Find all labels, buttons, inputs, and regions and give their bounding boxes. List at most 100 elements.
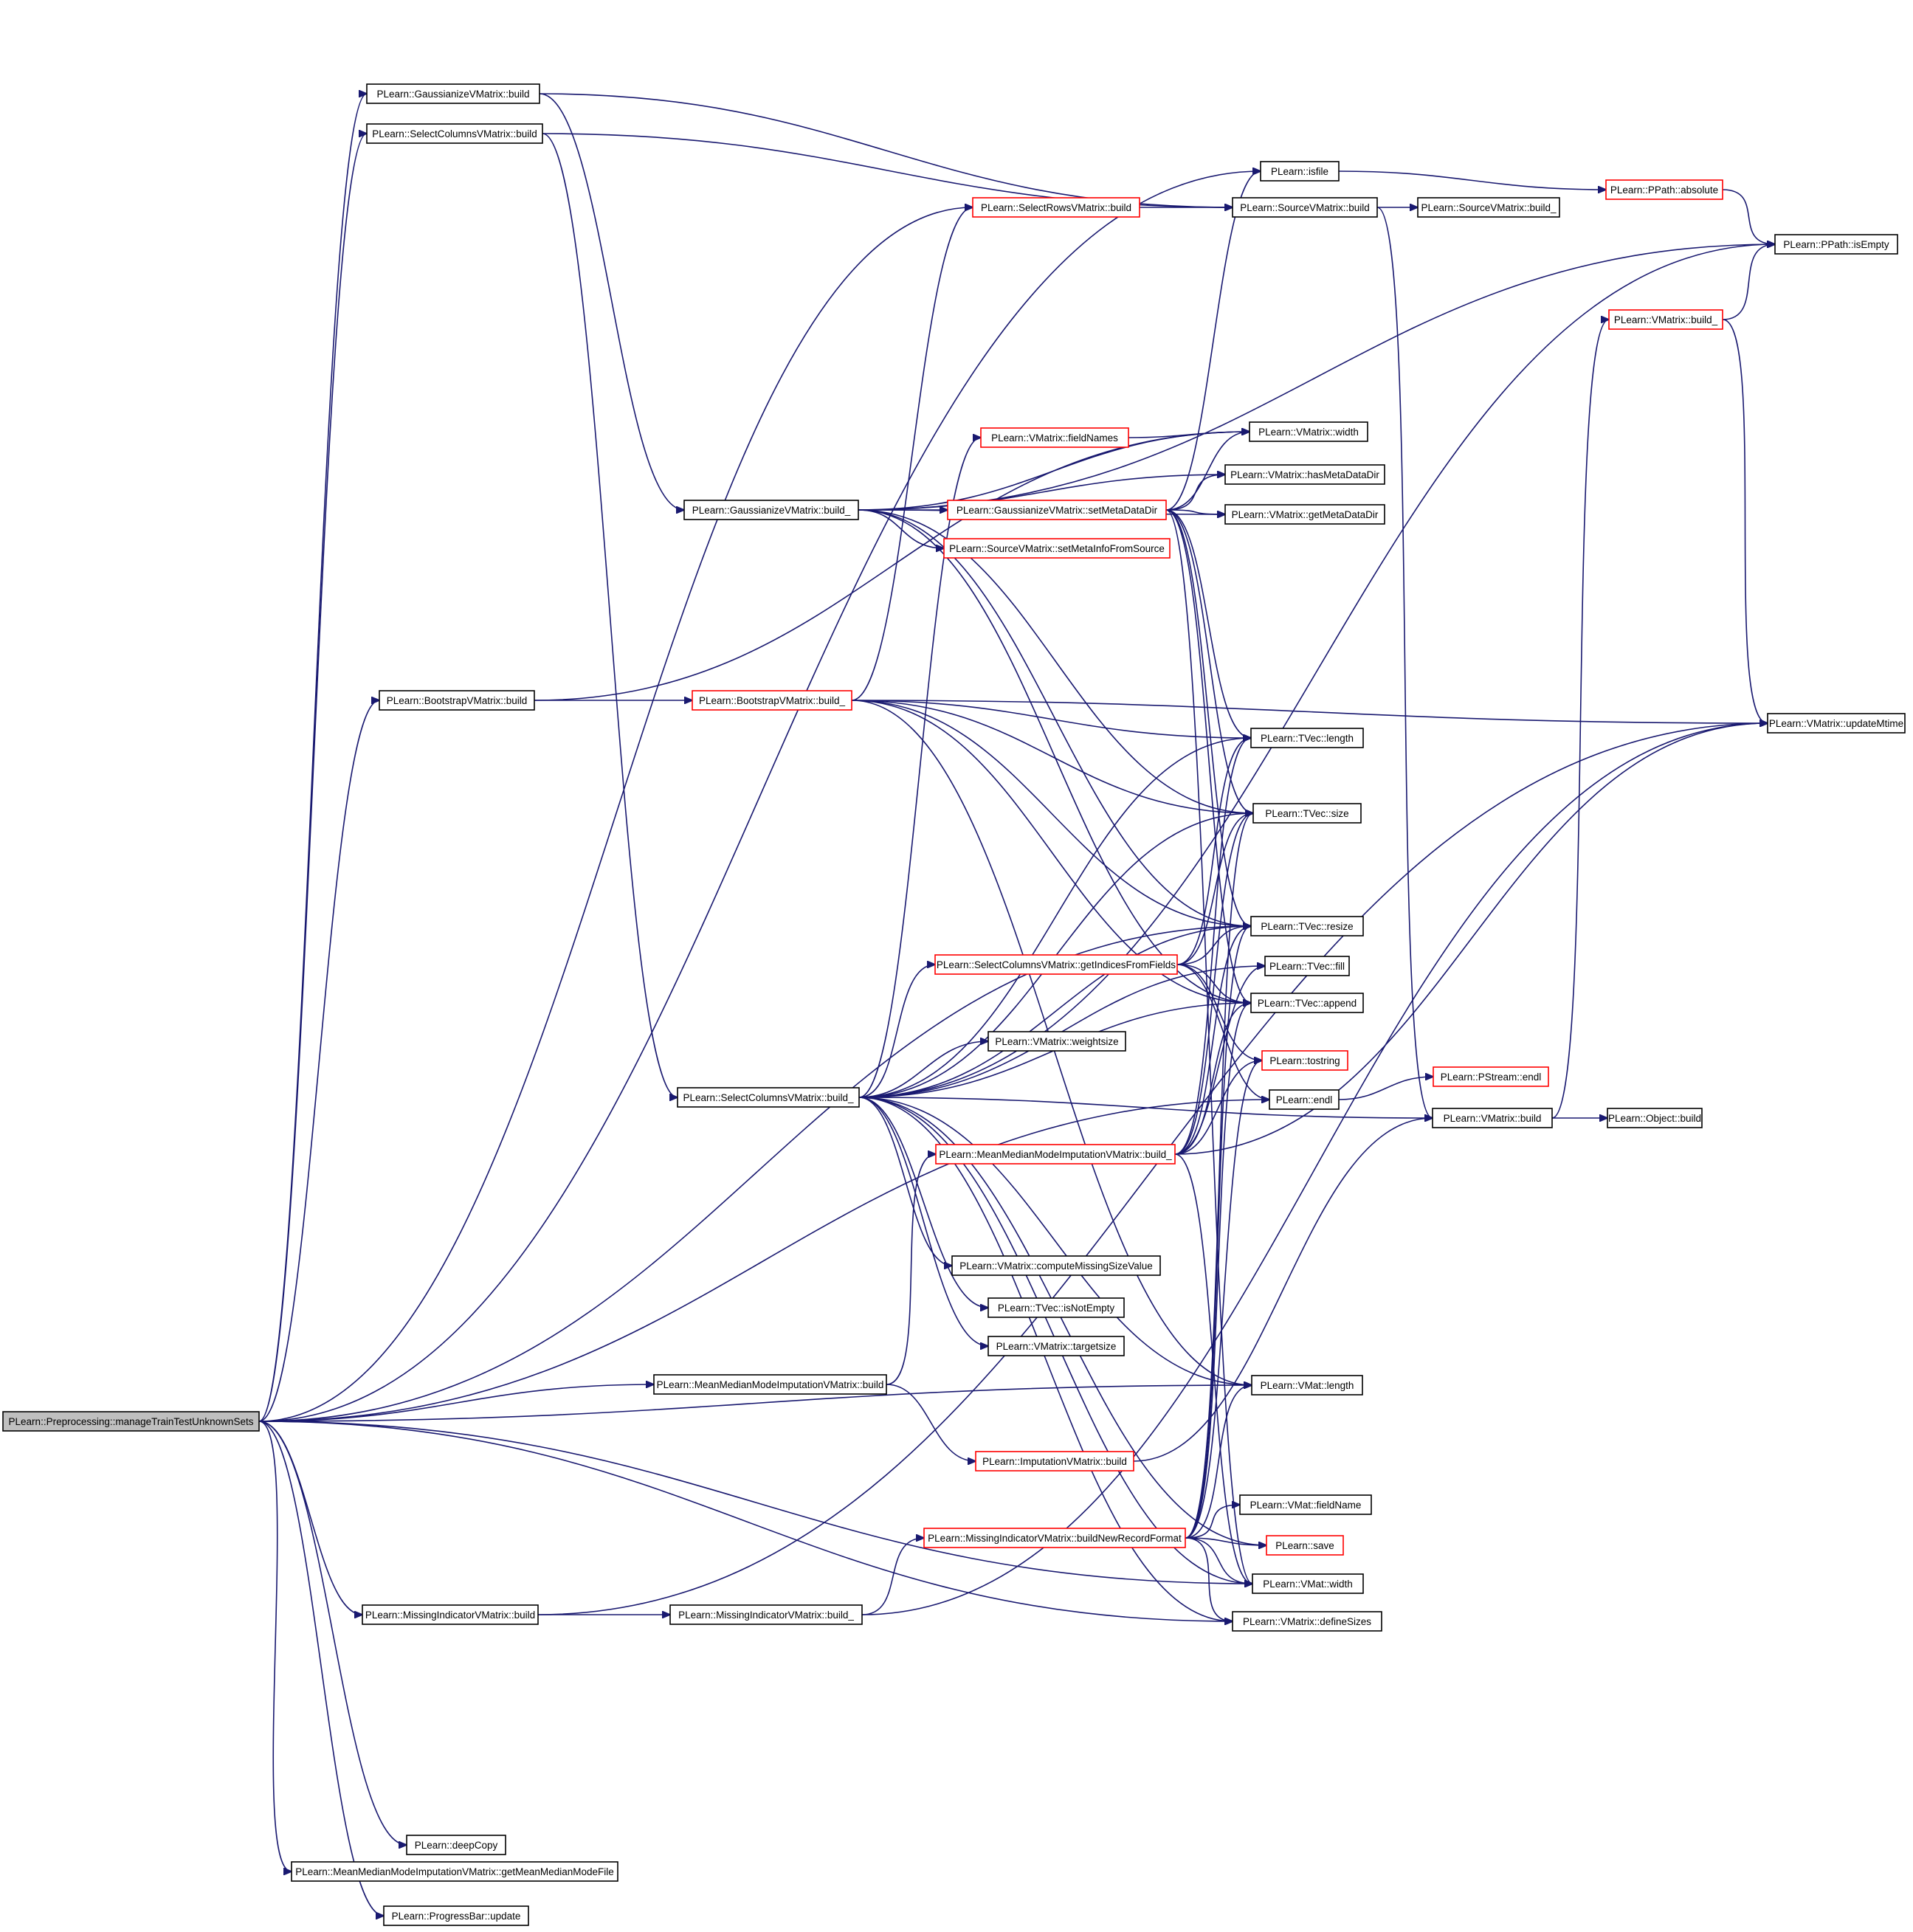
node-compmiss[interactable]: PLearn::VMatrix::computeMissingSizeValue <box>951 1255 1161 1276</box>
edge-root-to-mm_getfile <box>258 1421 292 1871</box>
node-label: PLearn::GaussianizeVMatrix::setMetaDataD… <box>956 505 1158 516</box>
node-ppath-abs[interactable]: PLearn::PPath::absolute <box>1605 179 1723 200</box>
node-label: PLearn::SelectColumnsVMatrix::build_ <box>683 1092 854 1103</box>
node-box <box>291 1861 618 1882</box>
edge-bnrf-to-tv_append <box>1185 1003 1251 1539</box>
node-sc-build[interactable]: PLearn::SelectColumnsVMatrix::build <box>366 123 543 144</box>
node-setmetainfo[interactable]: PLearn::SourceVMatrix::setMetaInfoFromSo… <box>943 538 1171 559</box>
node-box <box>683 500 859 520</box>
node-vm-build[interactable]: PLearn::VMatrix::build <box>1432 1108 1553 1128</box>
node-box <box>1252 1573 1364 1594</box>
node-bnrf[interactable]: PLearn::MissingIndicatorVMatrix::buildNe… <box>923 1528 1186 1548</box>
node-weightsize[interactable]: PLearn::VMatrix::weightsize <box>987 1031 1126 1052</box>
node-bs-build-[interactable]: PLearn::BootstrapVMatrix::build_ <box>692 690 852 711</box>
node-mm-getfile[interactable]: PLearn::MeanMedianModeImputationVMatrix:… <box>291 1861 618 1882</box>
node-gv-build[interactable]: PLearn::GaussianizeVMatrix::build <box>366 83 540 104</box>
node-hasmeta[interactable]: PLearn::VMatrix::hasMetaDataDir <box>1224 464 1385 485</box>
node-label: PLearn::VMatrix::defineSizes <box>1243 1616 1371 1627</box>
node-definesizes[interactable]: PLearn::VMatrix::defineSizes <box>1232 1611 1382 1632</box>
node-box <box>366 83 540 104</box>
node-tv-resize[interactable]: PLearn::TVec::resize <box>1250 916 1364 936</box>
node-label: PLearn::SelectColumnsVMatrix::build <box>372 128 537 139</box>
edge-mm_build_-to-tostring <box>1174 1060 1262 1155</box>
node-mi-build[interactable]: PLearn::MissingIndicatorVMatrix::build <box>362 1604 539 1625</box>
node-box <box>951 1255 1161 1276</box>
edge-src_build-to-vm_build <box>1376 207 1433 1118</box>
node-endl[interactable]: PLearn::endl <box>1269 1089 1340 1110</box>
node-label: PLearn::Preprocessing::manageTrainTestUn… <box>9 1416 254 1427</box>
node-vmat-width[interactable]: PLearn::VMat::width <box>1252 1573 1364 1594</box>
node-label: PLearn::VMatrix::hasMetaDataDir <box>1230 469 1379 480</box>
node-box <box>1232 1611 1382 1632</box>
node-label: PLearn::TVec::resize <box>1261 921 1353 932</box>
node-box <box>1224 464 1385 485</box>
edge-sc_build-to-sc_build_ <box>542 133 678 1097</box>
edge-sc_build_-to-vm_build <box>858 1097 1433 1118</box>
node-tv-size[interactable]: PLearn::TVec::size <box>1252 803 1362 824</box>
node-fieldnames[interactable]: PLearn::VMatrix::fieldNames <box>980 427 1129 448</box>
edge-imp_build-to-vm_build <box>1133 1118 1433 1462</box>
node-vm-width[interactable]: PLearn::VMatrix::width <box>1249 421 1368 442</box>
node-sc-build-[interactable]: PLearn::SelectColumnsVMatrix::build_ <box>677 1087 860 1108</box>
edge-root-to-vmat_length <box>258 1385 1252 1422</box>
node-box <box>1605 179 1723 200</box>
node-label: PLearn::VMatrix::updateMtime <box>1769 718 1903 729</box>
node-tostring[interactable]: PLearn::tostring <box>1261 1050 1348 1071</box>
node-obj-build[interactable]: PLearn::Object::build <box>1607 1108 1703 1128</box>
node-box <box>1767 713 1906 734</box>
node-targetsize[interactable]: PLearn::VMatrix::targetsize <box>987 1336 1125 1356</box>
edge-sc_build_-to-definesizes <box>858 1097 1233 1621</box>
node-box <box>987 1336 1125 1356</box>
node-isfile[interactable]: PLearn::isfile <box>1260 161 1340 182</box>
node-tv-fill[interactable]: PLearn::TVec::fill <box>1264 956 1350 976</box>
node-label: PLearn::VMat::length <box>1261 1380 1354 1391</box>
node-vm-build-[interactable]: PLearn::VMatrix::build_ <box>1608 309 1723 330</box>
node-isnotempty[interactable]: PLearn::TVec::isNotEmpty <box>987 1297 1125 1318</box>
edge-ppath_abs-to-ppath_isempty <box>1722 189 1775 244</box>
edge-sc_build_-to-compmiss <box>858 1097 952 1266</box>
node-setmeta[interactable]: PLearn::GaussianizeVMatrix::setMetaDataD… <box>947 500 1167 520</box>
edge-mm_build_-to-tv_size <box>1174 813 1253 1155</box>
node-getmeta[interactable]: PLearn::VMatrix::getMetaDataDir <box>1224 504 1385 525</box>
edge-gv_build-to-src_build <box>539 93 1233 207</box>
node-ppath-isempty[interactable]: PLearn::PPath::isEmpty <box>1774 234 1898 255</box>
node-vmat-length[interactable]: PLearn::VMat::length <box>1251 1375 1363 1395</box>
node-box <box>1250 916 1364 936</box>
node-label: PLearn::BootstrapVMatrix::build <box>387 695 528 706</box>
node-tv-length[interactable]: PLearn::TVec::length <box>1250 728 1364 748</box>
node-box <box>935 1144 1176 1165</box>
node-tv-append[interactable]: PLearn::TVec::append <box>1250 993 1364 1013</box>
edge-root-to-mm_build <box>258 1384 654 1422</box>
edges-layer <box>258 93 1775 1916</box>
edge-bnrf-to-definesizes <box>1185 1537 1233 1621</box>
node-label: PLearn::SourceVMatrix::build_ <box>1421 202 1557 213</box>
node-pstream-endl[interactable]: PLearn::PStream::endl <box>1433 1066 1549 1087</box>
node-pb-update[interactable]: PLearn::ProgressBar::update <box>383 1905 529 1926</box>
node-updatemtime[interactable]: PLearn::VMatrix::updateMtime <box>1767 713 1906 734</box>
edge-gv_build_-to-tv_append <box>858 509 1251 1003</box>
node-sr-build[interactable]: PLearn::SelectRowsVMatrix::build <box>972 197 1140 218</box>
node-src-build-[interactable]: PLearn::SourceVMatrix::build_ <box>1417 197 1560 218</box>
node-mm-build[interactable]: PLearn::MeanMedianModeImputationVMatrix:… <box>653 1374 887 1395</box>
edge-setmeta-to-getmeta <box>1165 509 1225 514</box>
edge-gv_build_-to-tv_size <box>858 509 1253 813</box>
node-deepcopy[interactable]: PLearn::deepCopy <box>406 1835 506 1855</box>
node-vmat-fieldname[interactable]: PLearn::VMat::fieldName <box>1239 1494 1372 1515</box>
node-box <box>934 954 1178 975</box>
edge-bnrf-to-vmat_length <box>1185 1385 1252 1539</box>
node-src-build[interactable]: PLearn::SourceVMatrix::build <box>1232 197 1378 218</box>
node-label: PLearn::SourceVMatrix::setMetaInfoFromSo… <box>949 543 1165 554</box>
node-bs-build[interactable]: PLearn::BootstrapVMatrix::build <box>379 690 535 711</box>
node-box <box>1252 803 1362 824</box>
edge-isfile-to-ppath_abs <box>1338 170 1606 190</box>
node-label: PLearn::VMatrix::weightsize <box>995 1036 1118 1047</box>
node-gv-build-[interactable]: PLearn::GaussianizeVMatrix::build_ <box>683 500 859 520</box>
node-imp-build[interactable]: PLearn::ImputationVMatrix::build <box>975 1451 1134 1472</box>
node-mi-build-[interactable]: PLearn::MissingIndicatorVMatrix::build_ <box>669 1604 863 1625</box>
node-save[interactable]: PLearn::save <box>1266 1535 1344 1556</box>
node-getidx[interactable]: PLearn::SelectColumnsVMatrix::getIndices… <box>934 954 1178 975</box>
node-root[interactable]: PLearn::Preprocessing::manageTrainTestUn… <box>2 1411 260 1432</box>
node-mm-build-[interactable]: PLearn::MeanMedianModeImputationVMatrix:… <box>935 1144 1176 1165</box>
node-box <box>2 1411 260 1432</box>
